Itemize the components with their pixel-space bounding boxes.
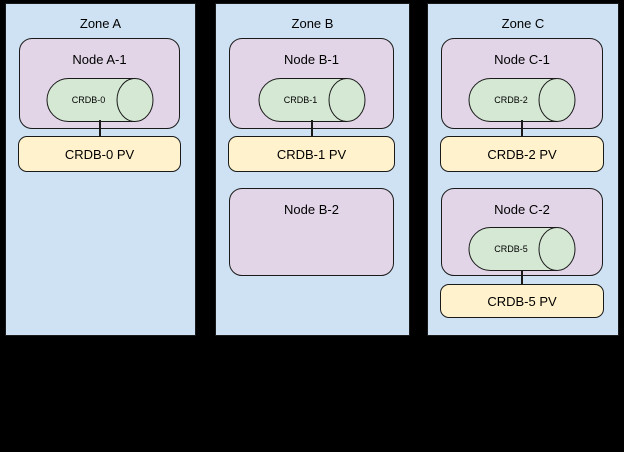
crdb-1-label: CRDB-1 <box>283 95 318 105</box>
node-c1: Node C-1 CRDB-2 <box>441 38 603 129</box>
zone-a: Zone A Node A-1 CRDB-0 CRDB-0 PV <box>5 3 196 336</box>
zone-c: Zone C Node C-1 CRDB-2 CRDB-2 PV Node C-… <box>427 3 619 336</box>
node-b1: Node B-1 CRDB-1 <box>229 38 394 129</box>
connector-line <box>521 270 523 285</box>
crdb-5-pv: CRDB-5 PV <box>440 284 604 318</box>
crdb-1-pv: CRDB-1 PV <box>228 136 395 172</box>
node-c2-label: Node C-2 <box>494 202 550 217</box>
zone-b-label: Zone B <box>291 16 334 31</box>
crdb-0-label: CRDB-0 <box>71 95 106 105</box>
crdb-0-cylinder-icon: CRDB-0 <box>46 78 153 122</box>
node-b2-label: Node B-2 <box>284 202 339 217</box>
node-b1-label: Node B-1 <box>284 52 339 67</box>
node-a1-label: Node A-1 <box>72 52 127 67</box>
connector-line <box>310 120 313 137</box>
cylinder-shape <box>468 227 576 271</box>
crdb-1-pv-label: CRDB-1 PV <box>276 146 347 162</box>
crdb-2-label: CRDB-2 <box>494 95 528 105</box>
crdb-5-cylinder-icon: CRDB-5 <box>468 227 576 271</box>
node-c1-label: Node C-1 <box>494 52 550 67</box>
node-c2: Node C-2 CRDB-5 <box>441 188 603 276</box>
crdb-2-pv: CRDB-2 PV <box>440 136 604 172</box>
crdb-1-cylinder-icon: CRDB-1 <box>258 78 365 122</box>
zone-a-label: Zone A <box>79 16 122 31</box>
crdb-2-cylinder-icon: CRDB-2 <box>468 78 576 122</box>
crdb-0-pv-label: CRDB-0 PV <box>64 146 135 162</box>
crdb-5-label: CRDB-5 <box>494 244 528 254</box>
cylinder-shape <box>468 78 576 122</box>
connector-line <box>521 120 523 137</box>
node-b2: Node B-2 <box>229 188 394 276</box>
crdb-0-pv: CRDB-0 PV <box>18 136 181 172</box>
node-a1: Node A-1 CRDB-0 <box>19 38 180 129</box>
zone-b: Zone B Node B-1 CRDB-1 CRDB-1 PV Node B-… <box>215 3 410 336</box>
crdb-2-pv-label: CRDB-2 PV <box>487 146 557 162</box>
cylinder-shape <box>46 78 153 122</box>
crdb-5-pv-label: CRDB-5 PV <box>487 293 557 309</box>
connector-line <box>98 120 101 137</box>
cylinder-shape <box>258 78 365 122</box>
zone-c-label: Zone C <box>501 16 545 31</box>
